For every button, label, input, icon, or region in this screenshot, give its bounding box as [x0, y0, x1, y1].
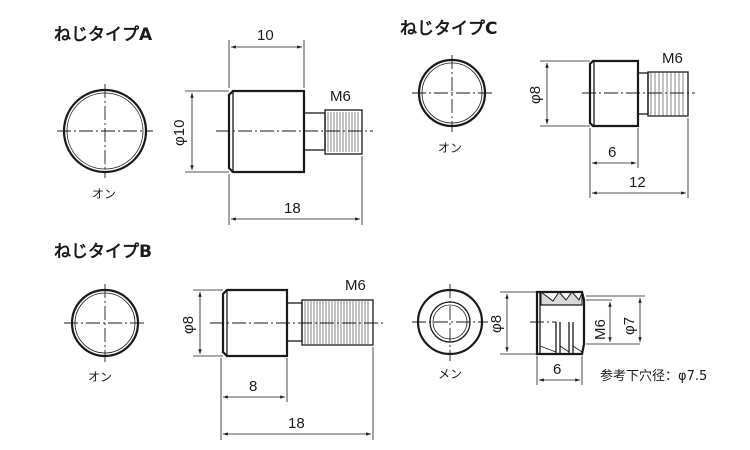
type-a-dimensions: 10 φ10 18 M6: [171, 27, 363, 225]
insert-diameter: φ8: [488, 315, 505, 333]
insert-end-view-label: メン: [438, 367, 462, 381]
type-a-thread-hatch: [327, 112, 359, 152]
type-a-diameter: φ10: [171, 120, 188, 146]
type-c-end-view: オン: [412, 55, 492, 155]
type-c-total-length: 12: [629, 174, 646, 191]
type-a-end-view: オン: [57, 84, 153, 201]
type-c-side-view: [582, 59, 695, 128]
type-c-thread-hatch: [650, 72, 684, 116]
type-c-section: ねじタイプC オン: [400, 18, 695, 198]
type-b-side-view: [210, 288, 385, 358]
type-b-title: ねじタイプB: [54, 241, 152, 262]
insert-dimensions: φ8 6 M6 φ7 参考下穴径：φ7.5: [488, 291, 707, 385]
type-c-head-length: 6: [608, 144, 616, 161]
type-c-thread-label: M6: [662, 50, 683, 67]
type-a-end-view-label: オン: [92, 187, 116, 201]
type-a-head-length: 10: [257, 27, 274, 44]
type-b-thread-label: M6: [345, 277, 366, 294]
insert-inner-diameter: φ7: [621, 317, 638, 335]
type-a-thread-label: M6: [330, 88, 351, 105]
type-b-head-length: 8: [249, 378, 257, 395]
type-b-dimensions: φ8 8 18 M6: [180, 277, 374, 440]
type-c-dimensions: φ8 6 12 M6: [527, 50, 689, 198]
type-a-title: ねじタイプA: [54, 24, 153, 45]
type-b-end-view: オン: [64, 284, 146, 384]
type-c-diameter: φ8: [527, 86, 544, 104]
insert-end-view: メン: [412, 284, 488, 381]
type-b-end-view-label: オン: [88, 370, 112, 384]
type-b-thread-hatch: [304, 301, 369, 344]
type-b-diameter: φ8: [180, 316, 197, 334]
insert-side-view: [530, 290, 586, 356]
type-a-section: ねじタイプA オン: [54, 24, 373, 225]
type-c-end-view-label: オン: [438, 141, 462, 155]
insert-section: メン φ8 6: [412, 284, 707, 385]
type-a-total-length: 18: [284, 200, 301, 217]
type-a-side-view: [216, 89, 373, 174]
insert-length: 6: [553, 361, 561, 378]
type-b-section: ねじタイプB オン: [54, 241, 385, 440]
pilot-hole-note: 参考下穴径：φ7.5: [600, 368, 707, 384]
type-c-title: ねじタイプC: [400, 18, 497, 39]
type-b-total-length: 18: [288, 415, 305, 432]
insert-thread-label: M6: [592, 319, 609, 340]
